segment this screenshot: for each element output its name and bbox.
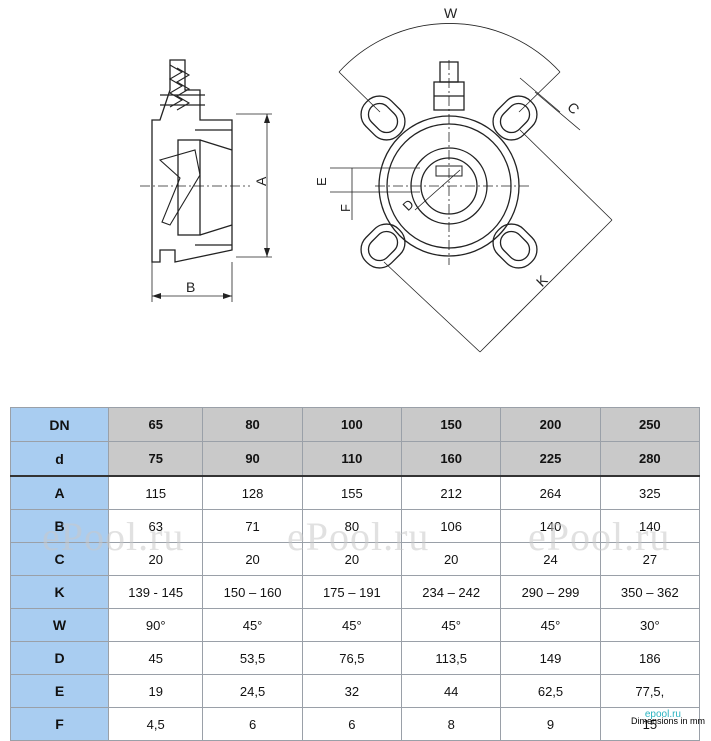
table-cell: 45°	[401, 608, 502, 642]
dim-label-B: B	[186, 279, 195, 295]
dim-label-C: C	[564, 99, 582, 117]
table-cell: 20	[107, 542, 204, 576]
table-cell: 280	[599, 441, 701, 477]
table-cell: 19	[107, 674, 204, 708]
table-cell: 186	[599, 641, 701, 675]
table-cell: 6	[202, 707, 303, 741]
table-cell: 75	[107, 441, 204, 477]
table-cell: 155	[301, 475, 403, 510]
table-cell: 65	[107, 407, 204, 442]
dim-label-E: E	[314, 177, 329, 186]
table-cell: 290 – 299	[500, 575, 601, 609]
table-cell: 225	[500, 441, 601, 477]
table-cell: 77,5,	[599, 674, 701, 708]
footer-logo: epool.ru	[644, 709, 681, 720]
table-cell: 8	[401, 707, 502, 741]
dim-label-W: W	[444, 5, 458, 21]
table-cell: 20	[401, 542, 502, 576]
dim-label-K: K	[533, 271, 551, 289]
table-cell: 175 – 191	[301, 575, 403, 609]
table-cell: 27	[599, 542, 701, 576]
table-cell: 150	[401, 407, 502, 442]
table-cell: 80	[202, 407, 303, 442]
table-cell: 44	[401, 674, 502, 708]
dim-label-F: F	[338, 204, 353, 212]
row-label: W	[10, 608, 109, 642]
table-cell: 80	[301, 509, 403, 543]
row-label: d	[10, 441, 109, 477]
footer-note: Dimensions in mm	[630, 716, 705, 726]
table-cell: 139 - 145	[107, 575, 204, 609]
table-cell: 115	[107, 475, 204, 510]
row-label: F	[10, 707, 109, 741]
row-label: C	[10, 542, 109, 576]
table-cell: 63	[107, 509, 204, 543]
table-cell: 90°	[107, 608, 204, 642]
table-cell: 45°	[500, 608, 601, 642]
table-cell: 4,5	[107, 707, 204, 741]
table-cell: 90	[202, 441, 303, 477]
table-cell: 350 – 362	[599, 575, 701, 609]
table-cell: 113,5	[401, 641, 502, 675]
table-cell: 100	[301, 407, 403, 442]
table-cell: 264	[500, 475, 601, 510]
table-cell: 234 – 242	[401, 575, 502, 609]
front-view	[330, 23, 613, 353]
table-cell: 140	[500, 509, 601, 543]
table-cell: 24,5	[202, 674, 303, 708]
table-cell: 250	[599, 407, 701, 442]
row-label: D	[10, 641, 109, 675]
row-label: A	[10, 475, 109, 510]
table-cell: 150 – 160	[202, 575, 303, 609]
technical-drawing: A B	[140, 5, 613, 353]
table-cell: 110	[301, 441, 403, 477]
table-cell: 24	[500, 542, 601, 576]
dim-label-D: D	[400, 197, 417, 214]
row-label: K	[10, 575, 109, 609]
table-cell: 6	[301, 707, 403, 741]
table-cell: 53,5	[202, 641, 303, 675]
table-cell: 140	[599, 509, 701, 543]
row-label: DN	[10, 407, 109, 442]
table-cell: 200	[500, 407, 601, 442]
table-cell: 71	[202, 509, 303, 543]
table-cell: 45	[107, 641, 204, 675]
table-cell: 45°	[301, 608, 403, 642]
table-cell: 9	[500, 707, 601, 741]
table-cell: 325	[599, 475, 701, 510]
table-cell: 160	[401, 441, 502, 477]
table-cell: 32	[301, 674, 403, 708]
table-cell: 45°	[202, 608, 303, 642]
table-cell: 30°	[599, 608, 701, 642]
table-cell: 76,5	[301, 641, 403, 675]
table-cell: 149	[500, 641, 601, 675]
table-cell: 20	[202, 542, 303, 576]
table-cell: 128	[202, 475, 303, 510]
table-cell: 20	[301, 542, 403, 576]
dim-label-A: A	[253, 176, 269, 186]
table-cell: 62,5	[500, 674, 601, 708]
row-label: B	[10, 509, 109, 543]
table-cell: 106	[401, 509, 502, 543]
table-cell: 212	[401, 475, 502, 510]
row-label: E	[10, 674, 109, 708]
side-view	[140, 59, 272, 302]
